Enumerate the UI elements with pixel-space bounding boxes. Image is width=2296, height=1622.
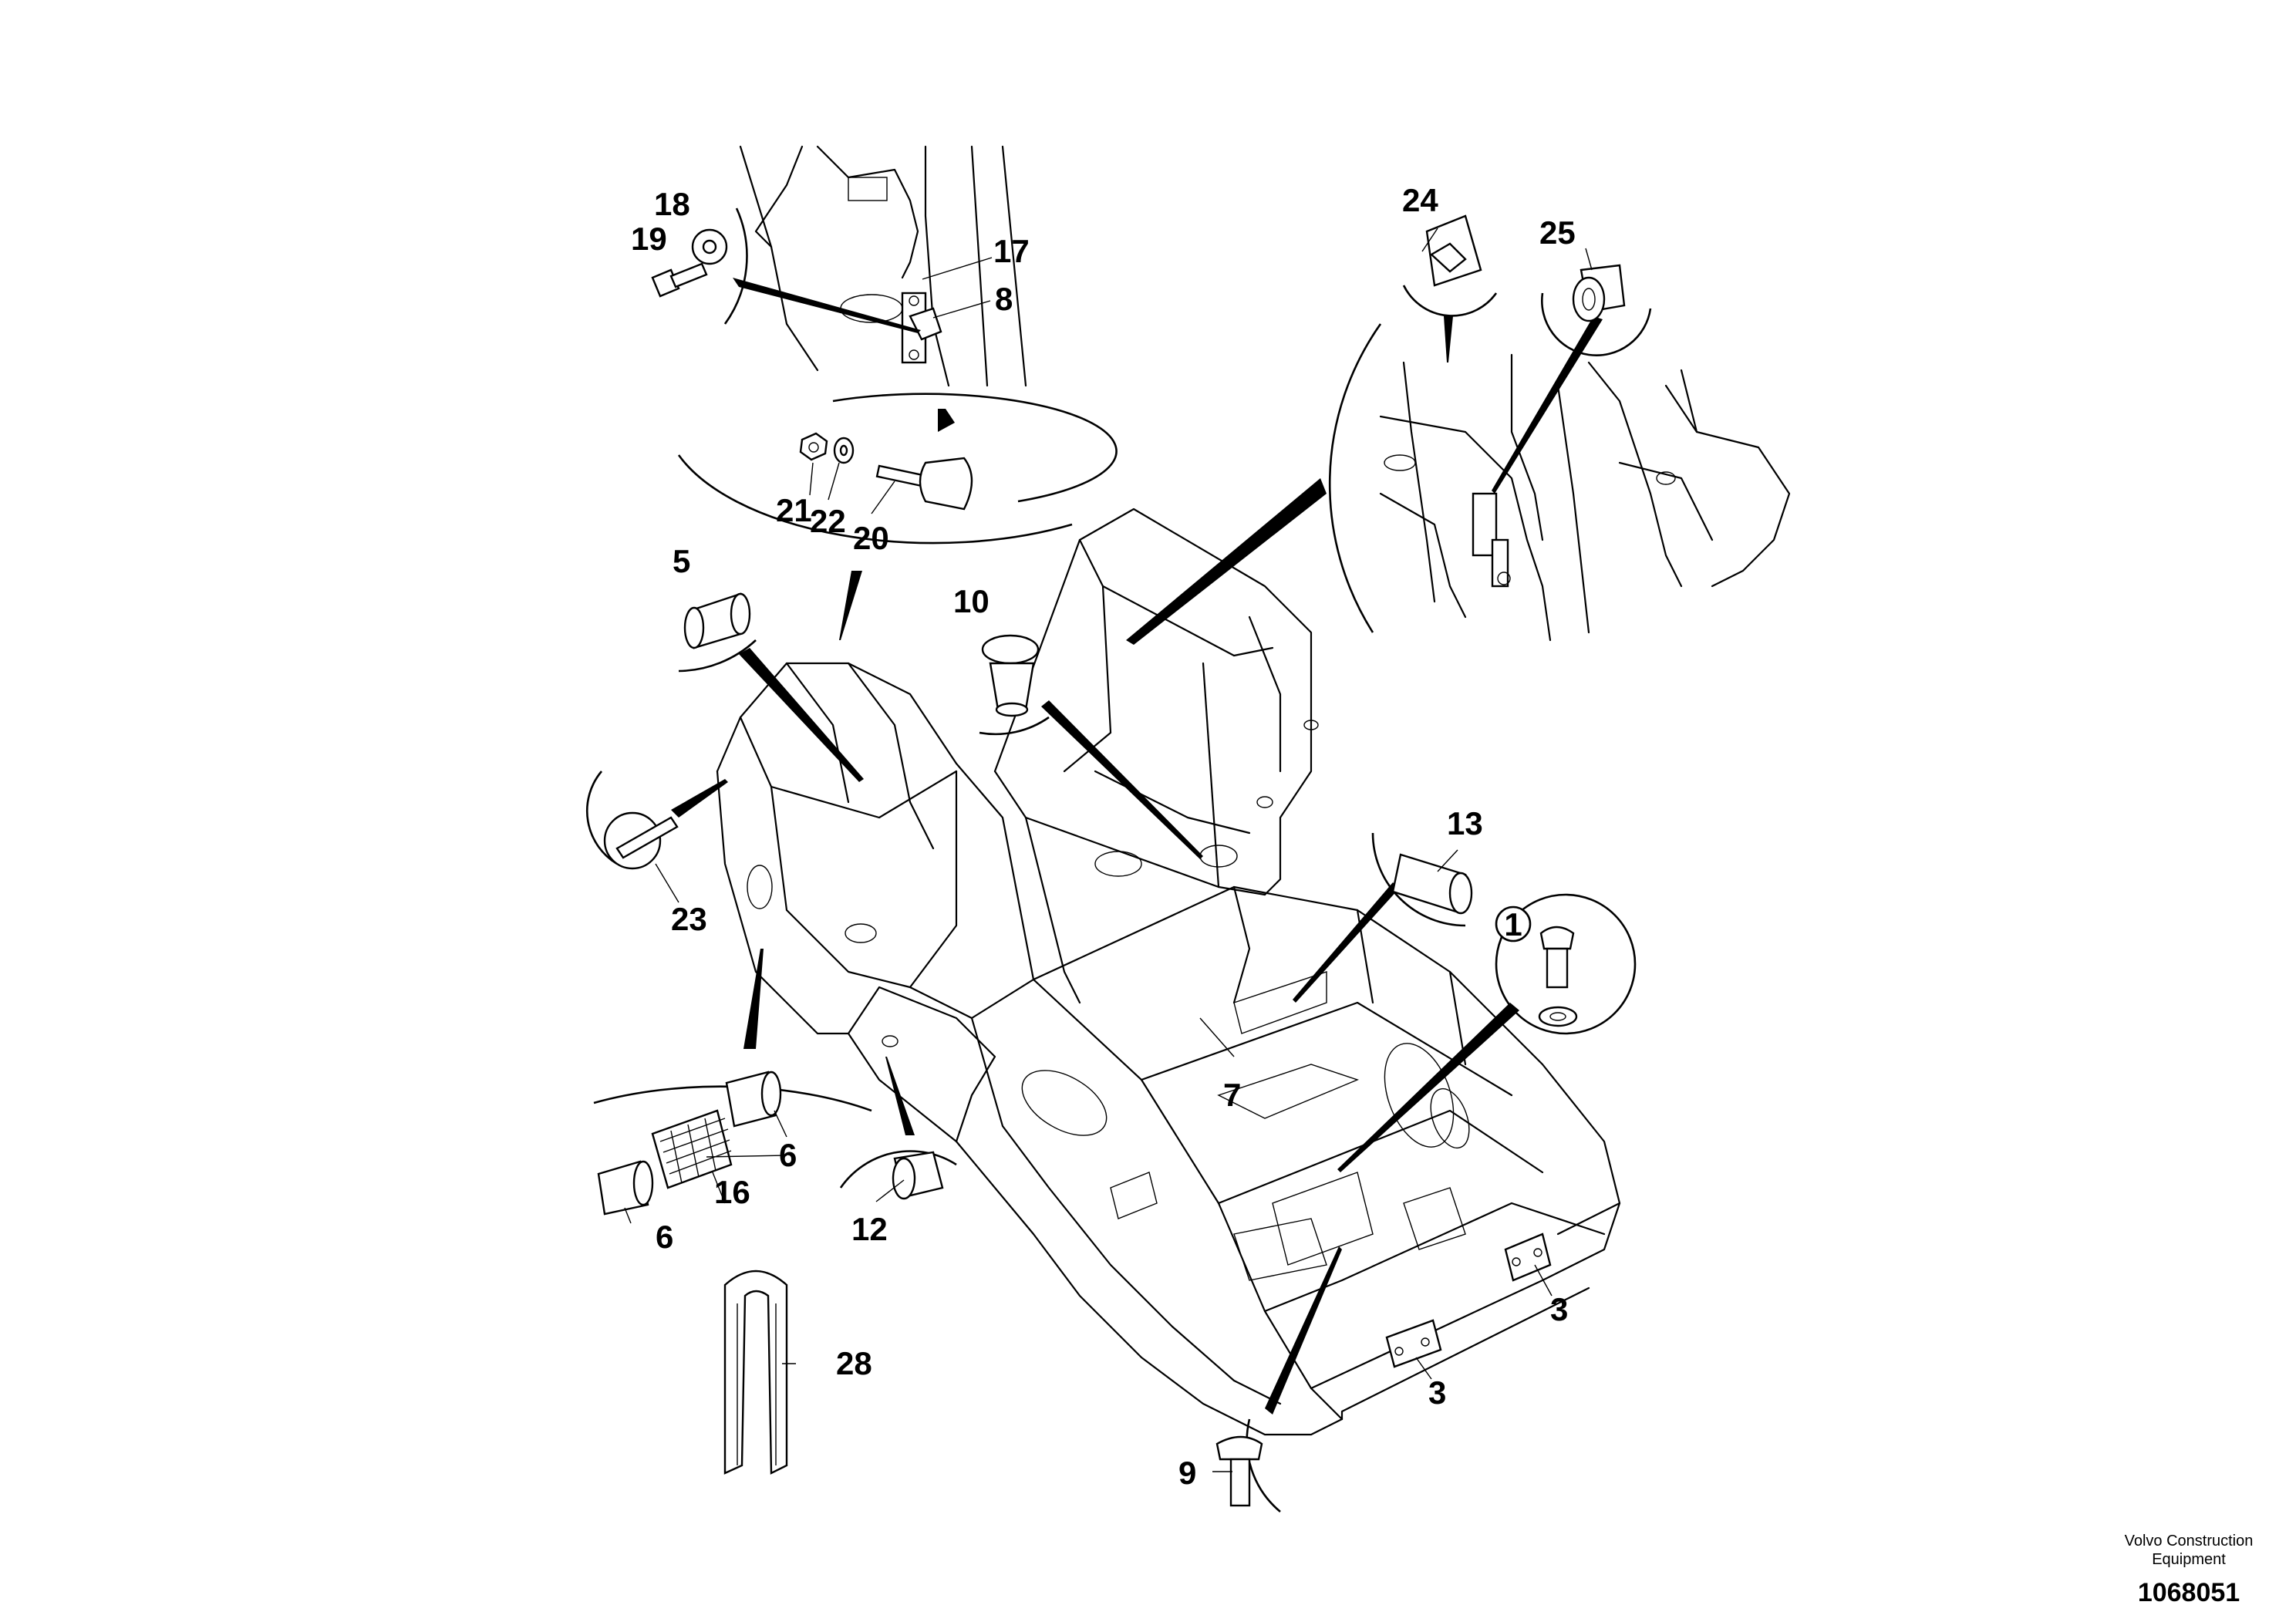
mesh-sleeve-part-16 — [651, 1109, 733, 1189]
callout-6-left: 6 — [656, 1219, 673, 1255]
callout-1: 1 — [1504, 906, 1522, 943]
bushing-part-5 — [683, 592, 751, 649]
lynch-pin-part-23 — [603, 811, 679, 870]
callout-20: 20 — [853, 520, 889, 556]
callout-22: 22 — [810, 503, 846, 539]
callout-6-right: 6 — [779, 1137, 797, 1173]
callout-12: 12 — [851, 1211, 888, 1247]
callout-1-circled: 1 — [1495, 905, 1532, 943]
callout-10: 10 — [953, 583, 990, 619]
brand-line-2: Equipment — [2152, 1551, 2226, 1568]
callout-7: 7 — [1223, 1077, 1241, 1113]
callout-8: 8 — [995, 281, 1013, 317]
bushing-part-6-right — [725, 1071, 782, 1128]
brand-line-1: Volvo Construction — [2125, 1533, 2254, 1549]
callout-24: 24 — [1402, 182, 1438, 218]
callout-3-lower: 3 — [1428, 1374, 1446, 1411]
leader-lines — [624, 228, 1593, 1472]
detail-17-8 — [739, 145, 1027, 387]
callout-19: 19 — [631, 221, 667, 257]
callout-13: 13 — [1447, 805, 1483, 841]
figure-footer: Volvo Construction Equipment 1068051 — [2125, 1533, 2254, 1607]
cap-part-12 — [892, 1151, 944, 1200]
bushing-part-25 — [1572, 264, 1626, 322]
callout-17: 17 — [993, 233, 1030, 269]
nut-part-21 — [799, 432, 828, 461]
bolt-part-19 — [651, 262, 708, 298]
bushing-part-13 — [1391, 853, 1473, 915]
callout-arcs — [585, 207, 1652, 1512]
callout-25: 25 — [1539, 214, 1576, 251]
callout-18: 18 — [654, 186, 690, 222]
callout-3-upper: 3 — [1550, 1291, 1568, 1327]
part-graphics — [597, 214, 1626, 1507]
sleeve-part-24 — [1425, 214, 1482, 287]
callout-labels: 18 19 17 8 21 22 20 5 10 23 24 25 13 1 7… — [631, 182, 1576, 1491]
callout-9: 9 — [1178, 1455, 1196, 1491]
plug-part-10 — [981, 634, 1040, 717]
detail-24-25 — [1328, 323, 1791, 642]
callout-28: 28 — [836, 1345, 872, 1381]
bolt-part-9 — [1215, 1435, 1263, 1507]
pad-part-3-lower — [1385, 1319, 1442, 1368]
callout-5: 5 — [673, 543, 690, 579]
washer-part-18 — [691, 228, 728, 265]
callout-23: 23 — [671, 901, 707, 937]
bushing-part-6-left — [597, 1160, 654, 1216]
callout-16: 16 — [714, 1174, 750, 1210]
callout-21: 21 — [776, 492, 812, 528]
chassis-frame — [716, 508, 1621, 1436]
bolt-part-1 — [1538, 926, 1578, 1027]
pad-part-3-upper — [1504, 1233, 1552, 1282]
washer-part-22 — [833, 437, 855, 464]
figure-number: 1068051 — [2138, 1578, 2240, 1607]
edge-trim-part-28 — [723, 1270, 788, 1475]
pin-part-20 — [875, 457, 973, 511]
